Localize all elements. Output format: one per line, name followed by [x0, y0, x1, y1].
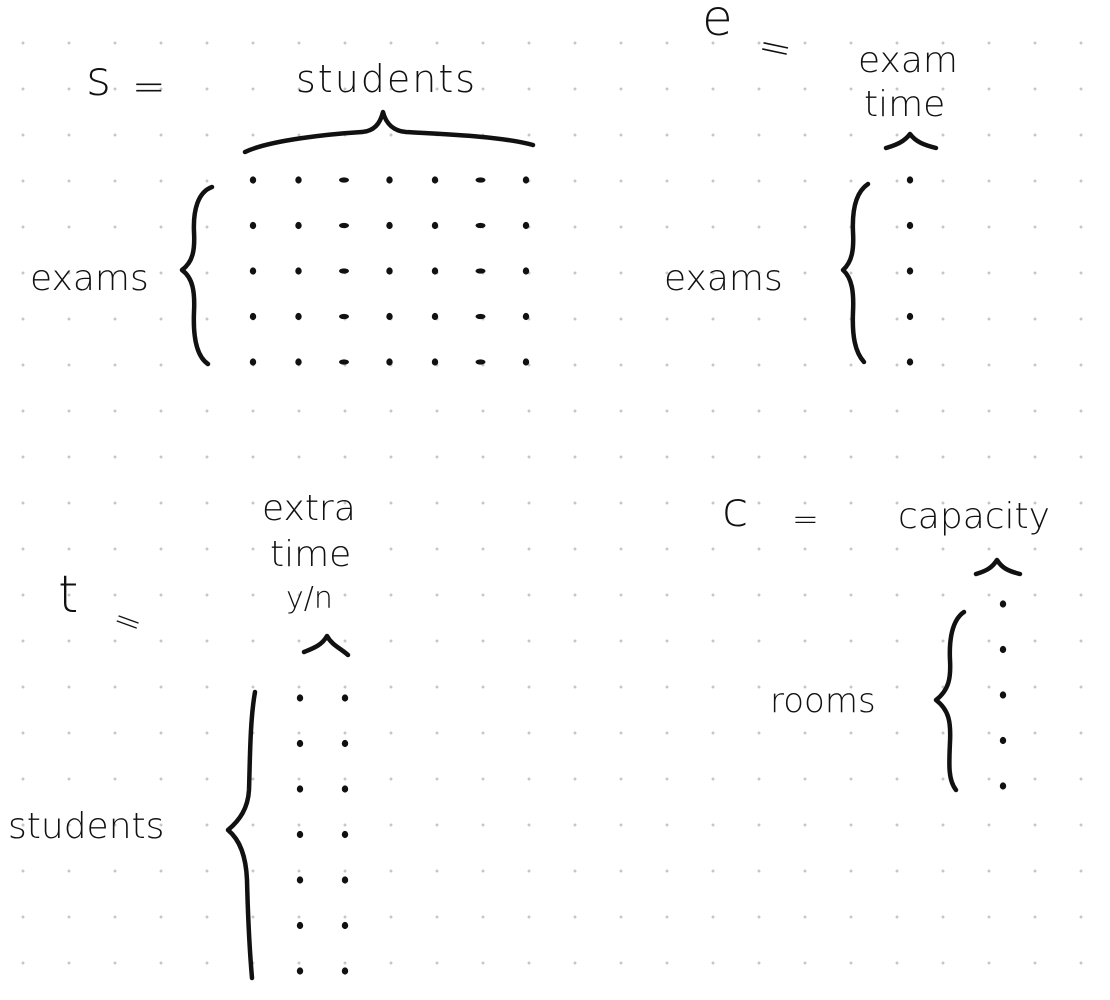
matrix-t: t = extra time y/n students	[8, 488, 356, 981]
brace-top-c	[973, 557, 1023, 577]
matrix-entry-dot	[475, 313, 486, 320]
matrix-e: e = exam time exams	[664, 0, 958, 366]
matrix-entry-dot	[341, 785, 349, 793]
equals-c: =	[792, 500, 819, 538]
matrix-entry-dot	[295, 358, 302, 366]
equals-s: =	[132, 64, 166, 110]
matrix-entry-dot	[339, 359, 349, 365]
dot-grid-t	[296, 694, 349, 975]
label-students-rows: students	[8, 806, 164, 847]
matrix-entry-dot	[475, 359, 486, 365]
matrix-entry-dot	[295, 312, 302, 321]
label-extra: extra	[262, 488, 356, 529]
matrix-entry-dot	[249, 176, 257, 184]
matrix-entry-dot	[249, 358, 257, 366]
matrix-entry-dot	[295, 267, 302, 275]
matrix-entry-dot	[999, 782, 1007, 790]
label-capacity: capacity	[898, 496, 1050, 537]
matrix-entry-dot	[296, 785, 304, 793]
matrix-entry-dot	[249, 312, 257, 321]
matrix-entry-dot	[522, 221, 530, 230]
matrix-entry-dot	[906, 176, 914, 184]
equals-t: =	[108, 598, 148, 645]
matrix-entry-dot	[999, 645, 1007, 654]
brace-left-c	[933, 609, 967, 793]
label-exams-e: exams	[664, 258, 783, 299]
matrix-entry-dot	[339, 313, 349, 320]
matrix-entry-dot	[296, 921, 304, 930]
matrix-c: c = capacity rooms	[722, 482, 1050, 793]
brace-left-e	[840, 181, 871, 365]
dot-grid-e	[906, 176, 914, 366]
matrix-entry-dot	[249, 221, 257, 230]
brace-top-t	[301, 633, 351, 658]
matrix-entry-dot	[431, 312, 439, 321]
matrix-entry-dot	[475, 222, 486, 229]
matrix-entry-dot	[906, 267, 914, 275]
matrix-entry-dot	[295, 221, 302, 230]
brace-top-e	[883, 131, 939, 151]
matrix-entry-dot	[522, 358, 530, 366]
label-exam: exam	[858, 40, 958, 81]
label-time-t: time	[270, 534, 351, 575]
dot-grid-c	[999, 600, 1007, 790]
matrix-entry-dot	[386, 176, 393, 184]
brace-top	[242, 109, 536, 155]
matrix-s: s = students exams	[30, 51, 536, 367]
matrix-entry-dot	[341, 694, 349, 702]
symbol-e: e	[702, 0, 733, 47]
matrix-entry-dot	[341, 739, 349, 748]
symbol-s: s	[86, 51, 111, 107]
matrix-entry-dot	[431, 358, 439, 366]
matrix-entry-dot	[431, 221, 439, 230]
matrix-entry-dot	[522, 267, 530, 275]
symbol-t: t	[58, 565, 78, 625]
matrix-entry-dot	[341, 967, 349, 975]
matrix-entry-dot	[999, 600, 1007, 608]
matrix-entry-dot	[999, 736, 1007, 745]
matrix-entry-dot	[906, 312, 914, 321]
label-students-columns: students	[296, 57, 477, 101]
label-time-e: time	[864, 84, 945, 125]
dot-grid-s	[249, 176, 530, 366]
brace-left	[179, 184, 215, 367]
label-exams-rows: exams	[30, 258, 149, 299]
matrix-entry-dot	[386, 312, 393, 321]
matrix-entry-dot	[386, 267, 393, 275]
matrix-entry-dot	[341, 921, 349, 930]
matrix-entry-dot	[522, 176, 530, 184]
matrix-entry-dot	[999, 691, 1007, 699]
matrix-entry-dot	[249, 267, 257, 275]
symbol-c: c	[722, 482, 748, 538]
matrix-entry-dot	[296, 694, 304, 702]
matrix-entry-dot	[296, 739, 304, 748]
matrix-entry-dot	[906, 221, 914, 230]
brace-left-t	[225, 689, 258, 981]
matrix-entry-dot	[296, 830, 304, 839]
label-rooms: rooms	[770, 681, 876, 721]
matrix-entry-dot	[431, 176, 439, 184]
matrix-entry-dot	[296, 967, 304, 975]
matrix-entry-dot	[386, 358, 393, 366]
matrix-entry-dot	[386, 221, 393, 230]
matrix-entry-dot	[906, 358, 914, 366]
matrix-entry-dot	[296, 876, 304, 884]
matrix-entry-dot	[339, 268, 349, 274]
equals-e: =	[754, 22, 796, 74]
matrix-entry-dot	[339, 222, 349, 229]
matrix-entry-dot	[295, 176, 302, 184]
matrix-entry-dot	[475, 268, 486, 274]
matrix-entry-dot	[475, 177, 486, 183]
matrix-entry-dot	[431, 267, 439, 275]
label-yn: y/n	[286, 581, 333, 616]
matrix-entry-dot	[341, 876, 349, 884]
matrix-entry-dot	[339, 177, 349, 183]
matrix-entry-dot	[341, 830, 349, 839]
matrix-entry-dot	[522, 312, 530, 321]
